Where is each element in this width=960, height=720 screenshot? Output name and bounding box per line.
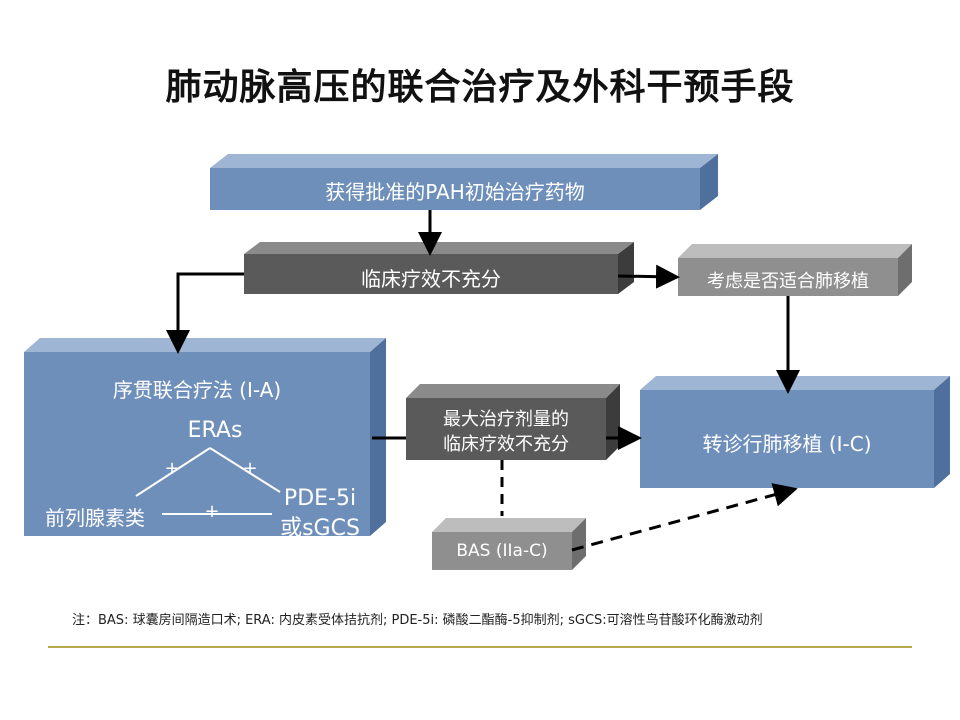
plus-bottom: +	[204, 501, 220, 522]
page-title: 肺动脉高压的联合治疗及外科干预手段	[165, 67, 795, 108]
pde5i-label: PDE-5i	[283, 486, 357, 511]
insufficient-response-box	[244, 242, 634, 294]
bas-box	[432, 518, 586, 570]
referral-transplant-label: 转诊行肺移植 (I-C)	[702, 432, 872, 456]
max-dose-label-line1: 最大治疗剂量的	[443, 409, 569, 430]
footer-rule	[48, 646, 912, 648]
referral-transplant-box	[640, 376, 950, 488]
plus-right: +	[242, 458, 258, 479]
footnote: 注：BAS: 球囊房间隔造口术; ERA: 内皮素受体拮抗剂; PDE-5i: …	[72, 613, 763, 628]
consider-transplant-label: 考虑是否适合肺移植	[707, 271, 869, 292]
insufficient-response-label: 临床疗效不充分	[361, 267, 501, 291]
approved-therapy-label: 获得批准的PAH初始治疗药物	[325, 180, 585, 204]
prostanoids-label: 前列腺素类	[45, 506, 145, 530]
dashed-arrow-bas-to-referral	[571, 483, 798, 552]
consider-transplant-box	[678, 244, 912, 296]
max-dose-box	[406, 384, 620, 460]
sequential-therapy-box	[24, 338, 386, 536]
arrow-insufficient-to-sequential	[166, 272, 244, 354]
bas-label: BAS (IIa-C)	[456, 541, 548, 561]
sequential-therapy-label: 序贯联合疗法 (I-A)	[112, 378, 282, 402]
eras-label: ERAs	[187, 418, 243, 443]
sgcs-label: 或sGCS	[280, 516, 360, 541]
combination-triangle	[135, 447, 281, 515]
plus-left: +	[164, 458, 180, 479]
approved-therapy-box	[210, 154, 718, 210]
arrow-insufficient-to-consider	[617, 264, 680, 289]
max-dose-label-line2: 临床疗效不充分	[443, 434, 569, 455]
